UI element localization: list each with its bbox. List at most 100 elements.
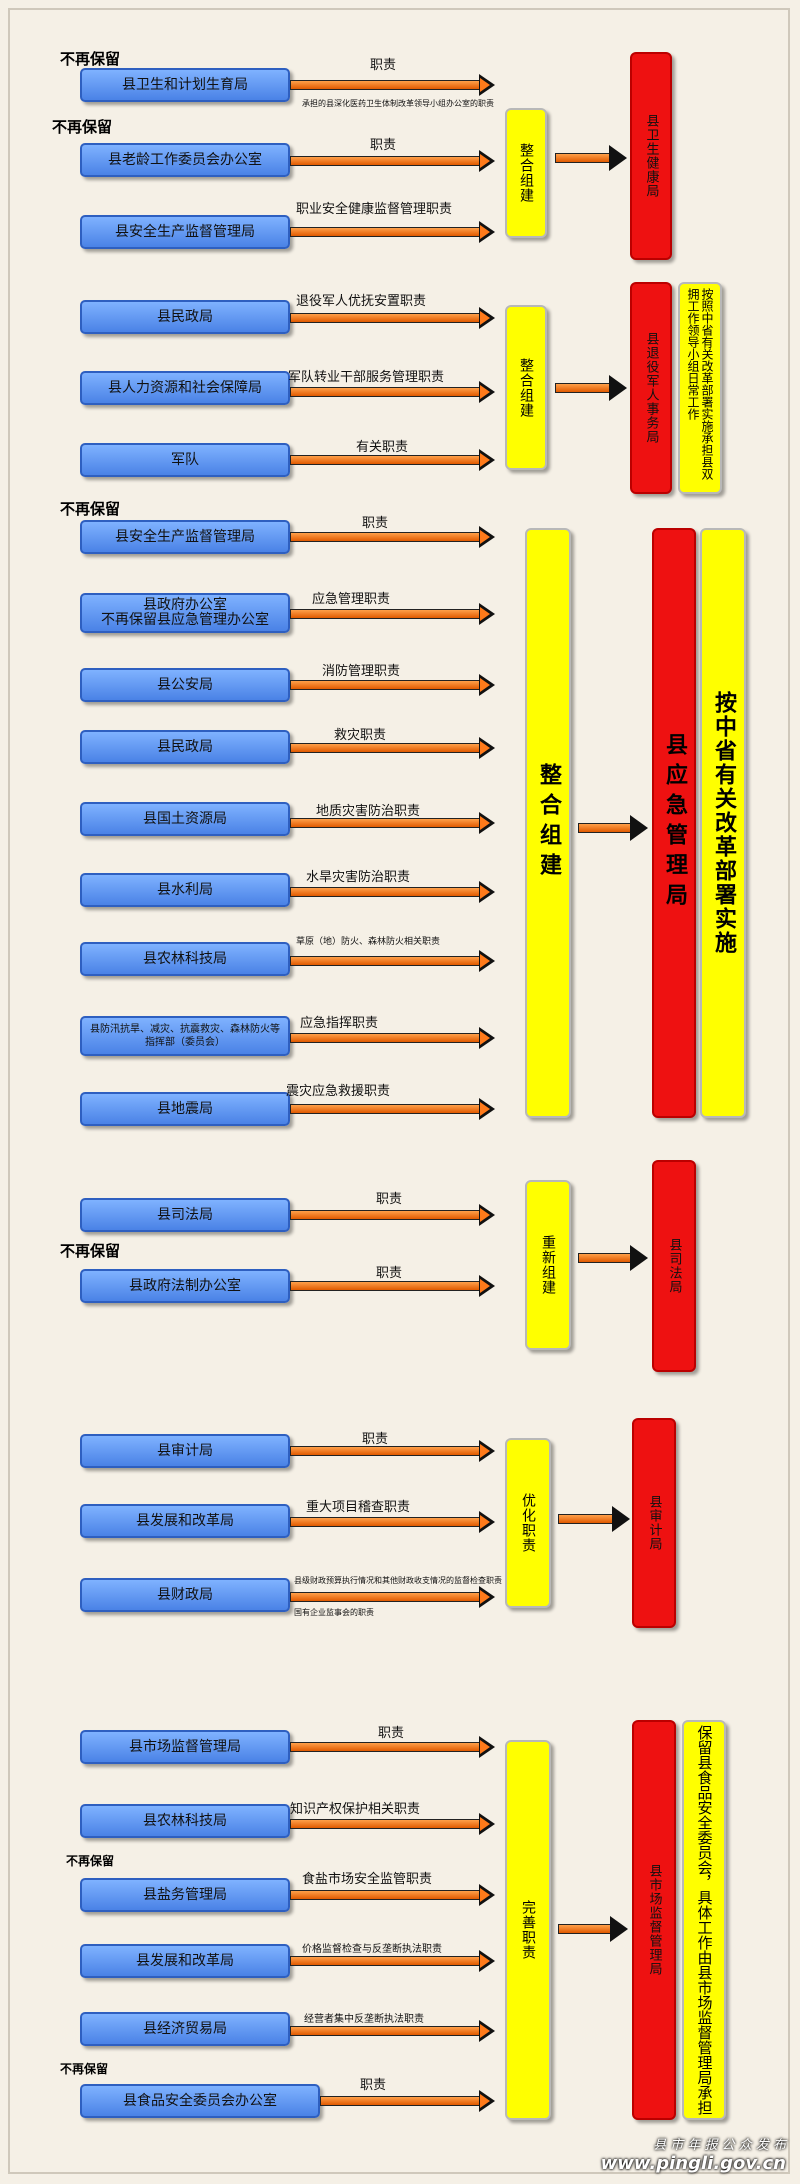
source-box-market-supervision: 县市场监督管理局 xyxy=(80,1730,290,1764)
watermark-url: www.pingli.gov.cn xyxy=(600,2153,786,2174)
arrow-label: 食盐市场安全监管职责 xyxy=(302,1872,433,1887)
action-text: 重新组建 xyxy=(540,1235,556,1295)
arrow xyxy=(290,221,495,243)
arrow-label: 退役军人优抚安置职责 xyxy=(296,294,427,309)
arrow-label: 职业安全健康监督管理职责 xyxy=(296,202,453,217)
arrow xyxy=(290,1027,495,1049)
arrow-label: 知识产权保护相关职责 xyxy=(290,1802,421,1817)
target-box-veterans-bureau: 县退役军人事务局 xyxy=(630,282,672,494)
note-not-retained: 不再保留 xyxy=(52,118,113,136)
note-not-retained: 不再保留 xyxy=(60,500,121,518)
source-box-human-resources: 县人力资源和社会保障局 xyxy=(80,371,290,405)
arrow-label: 应急管理职责 xyxy=(312,592,391,607)
action-text: 整合组建 xyxy=(518,357,534,418)
arrow-label: 职责 xyxy=(376,1266,403,1281)
arrow-label: 水旱灾害防治职责 xyxy=(306,870,411,885)
action-box-optimize: 优化职责 xyxy=(505,1438,551,1608)
output-arrow xyxy=(578,1245,648,1271)
target-text: 县审计局 xyxy=(646,1495,662,1551)
source-box-safety-supervision: 县安全生产监督管理局 xyxy=(80,520,290,554)
watermark: 县 市 年 报 公 众 发 布 www.pingli.gov.cn xyxy=(601,2134,786,2174)
source-box-economy-trade: 县经济贸易局 xyxy=(80,2012,290,2046)
source-box-water-resources: 县水利局 xyxy=(80,873,290,907)
source-box-finance: 县财政局 xyxy=(80,1578,290,1612)
arrow xyxy=(290,150,495,172)
watermark-text: 县 市 年 报 公 众 发 布 xyxy=(653,2138,786,2153)
action-box-improve: 完善职责 xyxy=(505,1740,551,2120)
source-box-civil-affairs: 县民政局 xyxy=(80,300,290,334)
arrow xyxy=(290,381,495,403)
source-box-justice: 县司法局 xyxy=(80,1198,290,1232)
arrow-label: 国有企业监事会的职责 xyxy=(294,1608,374,1617)
target-text: 县卫生健康局 xyxy=(643,114,659,198)
source-box-health-family-planning: 县卫生和计划生育局 xyxy=(80,68,290,102)
arrow xyxy=(290,674,495,696)
source-box-audit: 县审计局 xyxy=(80,1434,290,1468)
note-box-veterans: 按照中省有关改革部署实施承担县双拥工作领导小组日常工作 xyxy=(678,282,722,494)
arrow-label: 救灾职责 xyxy=(334,728,387,743)
action-box-integrate: 整合组建 xyxy=(505,108,547,238)
arrow xyxy=(290,603,495,625)
arrow xyxy=(290,1736,495,1758)
arrow-label: 职责 xyxy=(370,58,397,73)
target-box-audit-bureau: 县审计局 xyxy=(632,1418,676,1628)
note-text: 按照中省有关改革部署实施承担县双拥工作领导小组日常工作 xyxy=(686,288,714,480)
arrow xyxy=(290,1204,495,1226)
arrow-label: 军队转业干部服务管理职责 xyxy=(288,370,445,385)
source-box-food-safety-office: 县食品安全委员会办公室 xyxy=(80,2084,320,2118)
source-box-agriculture-forestry: 县农林科技局 xyxy=(80,942,290,976)
note-text: 按中省有关改革部署实施 xyxy=(711,691,736,955)
arrow xyxy=(290,526,495,548)
arrow xyxy=(290,1586,495,1608)
source-box-land-resources: 县国土资源局 xyxy=(80,802,290,836)
source-box-flood-command: 县防汛抗旱、减灾、抗震救灾、森林防火等指挥部（委员会） xyxy=(80,1016,290,1056)
output-arrow xyxy=(558,1506,630,1532)
arrow-label: 职责 xyxy=(378,1726,405,1741)
source-box-development-reform: 县发展和改革局 xyxy=(80,1504,290,1538)
target-box-justice-bureau: 县司法局 xyxy=(652,1160,696,1372)
action-text: 优化职责 xyxy=(520,1493,536,1553)
arrow xyxy=(290,881,495,903)
arrow-label: 地质灾害防治职责 xyxy=(316,804,421,819)
arrow xyxy=(320,2090,495,2112)
arrow-label: 职责 xyxy=(362,1432,389,1447)
note-not-retained: 不再保留 xyxy=(60,1242,121,1260)
note-not-retained: 不再保留 xyxy=(66,1854,115,1868)
arrow-label: 职责 xyxy=(376,1192,403,1207)
target-text: 县司法局 xyxy=(666,1238,682,1294)
arrow xyxy=(290,1950,495,1972)
target-box-market-bureau: 县市场监督管理局 xyxy=(632,1720,676,2120)
arrow-label: 草原（地）防火、森林防火相关职责 xyxy=(296,937,441,947)
arrow-label: 职责 xyxy=(360,2078,387,2093)
source-box-legal-office: 县政府法制办公室 xyxy=(80,1269,290,1303)
target-text: 县应急管理局 xyxy=(662,733,687,913)
source-box-salt-administration: 县盐务管理局 xyxy=(80,1878,290,1912)
arrow-label: 应急指挥职责 xyxy=(300,1016,379,1031)
target-text: 县退役军人事务局 xyxy=(643,332,659,444)
arrow-label: 有关职责 xyxy=(356,440,409,455)
arrow xyxy=(290,812,495,834)
output-arrow xyxy=(555,375,627,401)
source-box-county-govt-office: 县政府办公室 不再保留县应急管理办公室 xyxy=(80,593,290,633)
action-box-integrate: 整合组建 xyxy=(505,305,547,470)
arrow xyxy=(290,74,495,96)
arrow-label: 承担的县深化医药卫生体制改革领导小组办公室的职责 xyxy=(302,99,494,108)
source-box-safety-supervision: 县安全生产监督管理局 xyxy=(80,215,290,249)
arrow xyxy=(290,307,495,329)
output-arrow xyxy=(558,1916,628,1942)
diagram-frame xyxy=(8,8,790,2174)
arrow xyxy=(290,1884,495,1906)
arrow xyxy=(290,737,495,759)
target-box-health-bureau: 县卫生健康局 xyxy=(630,52,672,260)
arrow-label: 县级财政预算执行情况和其他财政收支情况的监督检查职责 xyxy=(294,1576,502,1585)
action-box-integrate: 整合组建 xyxy=(525,528,571,1118)
source-line: 不再保留县应急管理办公室 xyxy=(101,612,269,628)
arrow-label: 重大项目稽查职责 xyxy=(306,1500,411,1515)
source-box-public-security: 县公安局 xyxy=(80,668,290,702)
arrow-label: 经营者集中反垄断执法职责 xyxy=(304,2014,424,2025)
arrow-label: 消防管理职责 xyxy=(322,664,401,679)
target-text: 县市场监督管理局 xyxy=(646,1864,662,1976)
arrow xyxy=(290,1098,495,1120)
action-text: 整合组建 xyxy=(536,763,561,883)
arrow xyxy=(290,950,495,972)
